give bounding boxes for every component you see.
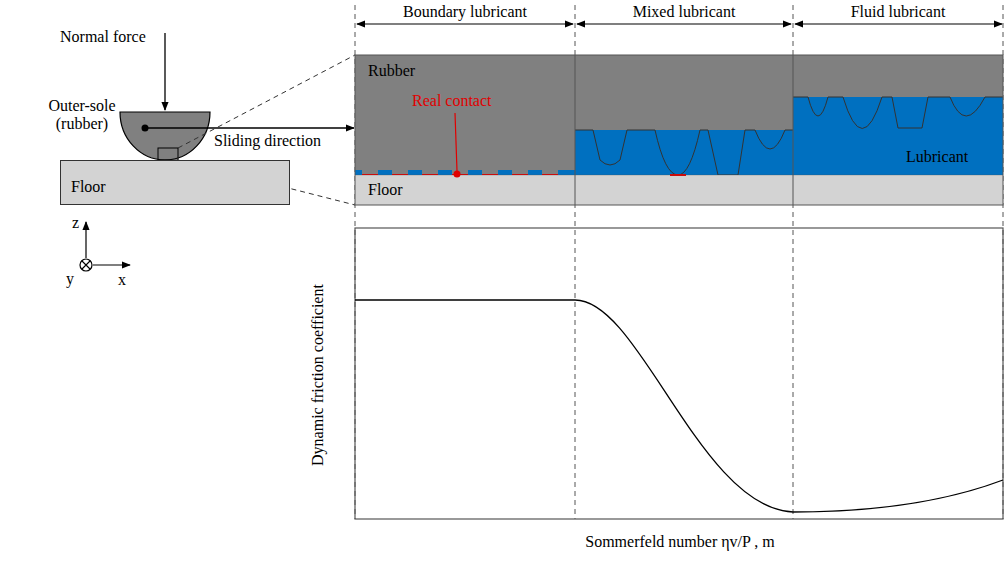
y-axis-symbol [80, 259, 92, 271]
rubber-profile-mixed [575, 130, 793, 175]
lubricant-mixed-fill [575, 130, 793, 175]
asperity [362, 169, 378, 175]
z-axis [85, 222, 86, 258]
asperity [482, 169, 498, 175]
panel-divider [575, 55, 576, 205]
material-label: Lubricant [906, 148, 968, 166]
regime-label: Mixed lubricant [633, 3, 736, 21]
panel-frame [355, 55, 1003, 205]
y-axis-cross [82, 261, 90, 269]
lubricant-fluid [793, 97, 1003, 175]
direction-label: Sliding direction [214, 132, 321, 150]
regime-dividers [355, 5, 1003, 519]
axis-label: x [118, 271, 126, 289]
real-contact-dot [454, 171, 461, 178]
rubber-boundary [355, 55, 1003, 175]
axis-title: Sommerfeld number ηv/P , m [585, 533, 775, 551]
asperity [512, 169, 528, 175]
floor-surface [355, 175, 1003, 176]
lubricant-boundary [355, 170, 575, 175]
regime-label: Boundary lubricant [403, 3, 527, 21]
span-arrow [357, 23, 573, 24]
divider-line [793, 5, 794, 519]
span-arrow [577, 23, 791, 24]
leader-line [455, 113, 457, 171]
friction-curve [355, 300, 1003, 512]
sliding-arrow [145, 127, 354, 128]
regime-arrows [357, 23, 1002, 24]
node-text: Floor [71, 178, 106, 196]
span-arrow [795, 23, 1002, 24]
axis-label: y [66, 270, 74, 288]
lubricant-mixed [575, 130, 793, 175]
force-label: Normal force [60, 28, 146, 46]
normal-force-arrow [164, 33, 165, 110]
zoom-box [158, 148, 178, 160]
panel-divider [793, 55, 794, 205]
lubricant-fluid-fill [793, 97, 1003, 175]
plot-frame [355, 228, 1003, 519]
callout-label: Real contact [412, 92, 492, 110]
material-label: Rubber [368, 62, 415, 80]
asperity [542, 169, 558, 175]
asperity [392, 169, 408, 175]
divider-line [575, 5, 576, 519]
material-label: Floor [368, 181, 403, 199]
axis-label: z [72, 214, 79, 232]
part-label: Outer-sole (rubber) [45, 97, 119, 132]
regime-label: Fluid lubricant [851, 3, 946, 21]
axis-title: Dynamic friction coefficient [309, 284, 327, 466]
floor-block: Floor [60, 160, 290, 205]
floor-strip [355, 175, 1003, 205]
rubber-profile-fluid [793, 97, 1003, 129]
x-axis [93, 264, 130, 265]
asperity [422, 169, 438, 175]
outer-sole [120, 112, 210, 160]
